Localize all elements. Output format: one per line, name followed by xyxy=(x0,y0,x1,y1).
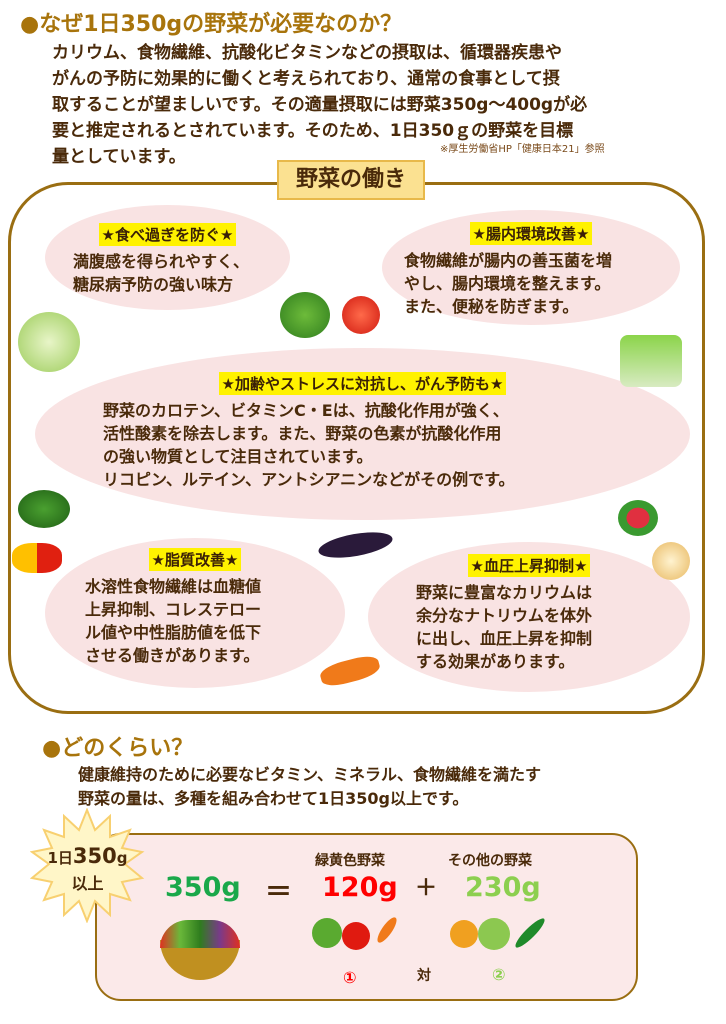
amount-box xyxy=(95,833,638,1001)
onion-icon xyxy=(652,542,690,580)
benefit-line: させる働きがあります。 xyxy=(85,646,260,665)
badge-text: 以上 xyxy=(71,874,104,893)
benefit-blood-pressure: ★血圧上昇抑制★ 野菜に豊富なカリウムは余分なナトリウムを体外に出し、血圧上昇を… xyxy=(368,542,690,692)
intro-line: 要と推定されるとされています。そのため、1日350ｇの野菜を目標 xyxy=(52,121,574,141)
heading-how-much: ●どのくらい？ xyxy=(42,736,194,761)
how-line: 健康維持のために必要なビタミン、ミネラル、食物繊維を満たす xyxy=(78,765,542,784)
radish-icon xyxy=(618,500,658,536)
benefit-line: 上昇抑制、コレステロー xyxy=(85,600,262,619)
benefit-line: 糖尿病予防の強い味方 xyxy=(73,275,234,294)
benefit-line: 野菜のカロテン、ビタミンC・Eは、抗酸化作用が強く、 xyxy=(103,401,509,420)
green-veg-amount: 120g xyxy=(322,872,398,903)
benefit-title: ★食べ過ぎを防ぐ★ xyxy=(98,223,237,246)
benefit-title: ★腸内環境改善★ xyxy=(469,222,593,245)
cabbage-icon xyxy=(478,918,510,950)
other-veg-label: その他の野菜 xyxy=(448,853,532,869)
tomato-icon xyxy=(342,296,380,334)
other-veg-amount: 230g xyxy=(465,872,541,903)
badge-text: 1日 xyxy=(47,849,73,867)
badge-unit: g xyxy=(116,849,128,867)
spinach-icon xyxy=(18,490,70,528)
benefit-line: する効果があります。 xyxy=(416,652,575,671)
broccoli-icon xyxy=(312,918,342,948)
ratio-one: ① xyxy=(343,968,357,987)
green-veg-label: 緑黄色野菜 xyxy=(315,853,385,869)
daily-badge: 1日350g 以上 xyxy=(40,843,135,897)
benefit-line: やし、腸内環境を整えます。 xyxy=(404,274,611,293)
total-amount: 350g xyxy=(165,872,241,903)
basket-vegetables-icon xyxy=(160,920,240,948)
onion-icon xyxy=(450,920,478,948)
equals-sign: ＝ xyxy=(265,877,292,908)
lettuce-icon xyxy=(18,312,80,372)
how-line: 野菜の量は、多種を組み合わせて1日350g以上です。 xyxy=(78,789,469,808)
intro-line: 取することが望ましいです。その適量摂取には野菜350g〜400gが必 xyxy=(52,95,588,115)
benefit-line: 野菜に豊富なカリウムは xyxy=(416,583,593,602)
heading-why-350g: ●なぜ1日350gの野菜が必要なのか？ xyxy=(20,12,403,37)
benefit-line: 活性酸素を除去します。また、野菜の色素が抗酸化作用 xyxy=(103,424,502,443)
benefit-line: 食物繊維が腸内の善玉菌を増 xyxy=(404,251,613,270)
broccoli-icon xyxy=(280,292,330,338)
badge-number: 350 xyxy=(72,844,117,868)
benefit-title: ★血圧上昇抑制★ xyxy=(467,554,591,577)
intro-line: がんの予防に効果的に働くと考えられており、通常の食事として摂 xyxy=(52,69,560,89)
paprika-icon xyxy=(12,543,62,573)
benefit-line: の強い物質として注目されています。 xyxy=(103,447,373,466)
benefit-title: ★脂質改善★ xyxy=(148,548,242,571)
intro-line: 量としています。 xyxy=(52,147,186,167)
benefit-line: また、便秘を防ぎます。 xyxy=(404,297,579,316)
benefit-line: に出し、血圧上昇を抑制 xyxy=(416,629,593,648)
source-note: ※厚生労働省HP「健康日本21」参照 xyxy=(440,144,605,155)
intro-text: カリウム、食物繊維、抗酸化ビタミンなどの摂取は、循環器疾患や がんの予防に効果的… xyxy=(52,40,652,170)
ratio-two: ② xyxy=(492,965,506,984)
benefit-overeating: ★食べ過ぎを防ぐ★ 満腹感を得られやすく、糖尿病予防の強い味方 xyxy=(45,205,290,310)
benefit-line: 水溶性食物繊維は血糖値 xyxy=(85,577,262,596)
benefits-title: 野菜の働き xyxy=(277,160,425,200)
benefit-line: 余分なナトリウムを体外 xyxy=(416,606,593,625)
benefit-title: ★加齢やストレスに対抗し、がん予防も★ xyxy=(218,372,507,395)
sprouts-icon xyxy=(620,335,682,387)
how-much-text: 健康維持のために必要なビタミン、ミネラル、食物繊維を満たす 野菜の量は、多種を組… xyxy=(78,763,541,811)
starburst-badge-icon xyxy=(30,808,145,923)
benefit-line: 満腹感を得られやすく、 xyxy=(73,252,250,271)
plus-sign: ＋ xyxy=(415,876,438,901)
benefit-anti-aging: ★加齢やストレスに対抗し、がん予防も★ 野菜のカロテン、ビタミンC・Eは、抗酸化… xyxy=(35,348,690,520)
benefit-lipid: ★脂質改善★ 水溶性食物繊維は血糖値上昇抑制、コレステロール値や中性脂肪値を低下… xyxy=(45,538,345,688)
benefit-gut: ★腸内環境改善★ 食物繊維が腸内の善玉菌を増やし、腸内環境を整えます。また、便秘… xyxy=(382,210,680,325)
tomato-icon xyxy=(342,922,370,950)
intro-line: カリウム、食物繊維、抗酸化ビタミンなどの摂取は、循環器疾患や xyxy=(52,43,562,63)
benefit-line: リコピン、ルテイン、アントシアニンなどがその例です。 xyxy=(103,470,515,489)
benefit-line: ル値や中性脂肪値を低下 xyxy=(85,623,262,642)
ratio-word: 対 xyxy=(417,968,431,984)
